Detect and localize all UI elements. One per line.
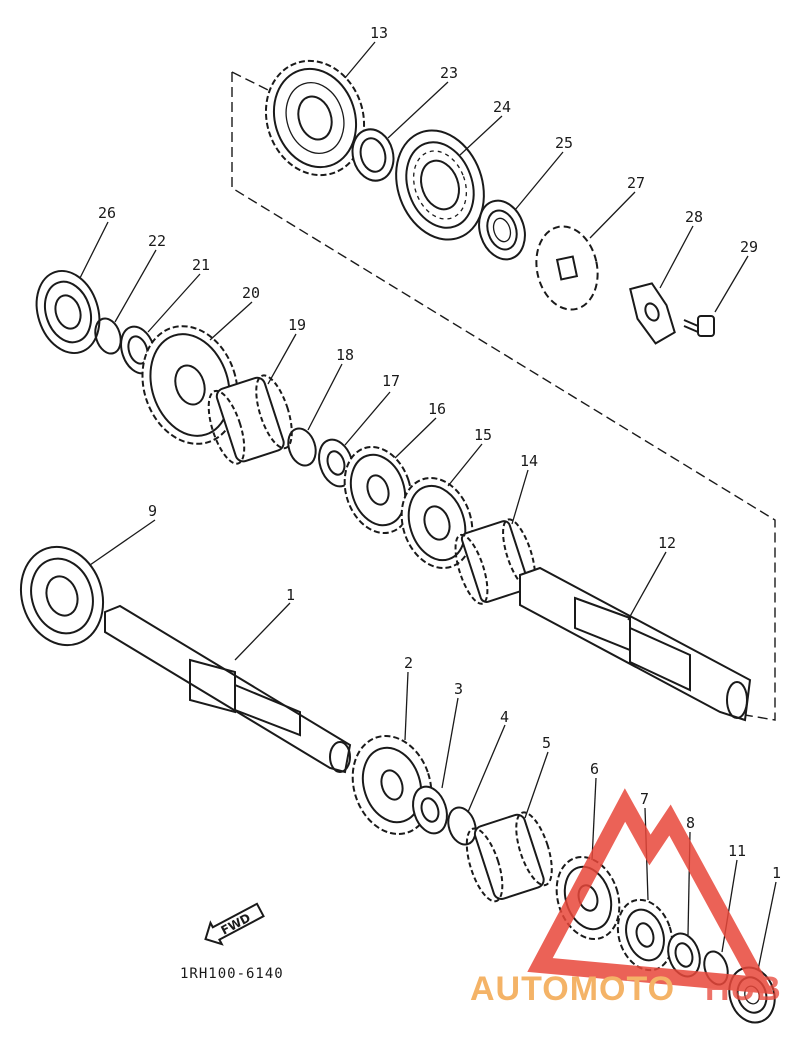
gear-14 [454, 518, 536, 605]
part-label: 11 [728, 842, 746, 860]
part-label: 19 [288, 316, 306, 334]
leader-lines [79, 41, 777, 971]
part-label: 5 [542, 734, 551, 752]
washer-23 [351, 128, 395, 182]
part-label: 9 [148, 502, 157, 520]
part-label: 6 [590, 760, 599, 778]
sprocket-27 [535, 225, 599, 311]
main-axle-1 [104, 604, 352, 774]
part-label: 14 [520, 452, 538, 470]
fwd-arrow-icon: FWD [204, 902, 265, 946]
part-labels: 13 23 24 25 27 28 29 26 22 21 20 19 18 1… [98, 24, 781, 882]
part-label: 26 [98, 204, 116, 222]
washer-8 [667, 932, 701, 978]
bearing-24 [395, 129, 485, 241]
gear-20 [141, 325, 239, 445]
part-label: 1 [772, 864, 781, 882]
part-label: 18 [336, 346, 354, 364]
part-label: 20 [242, 284, 260, 302]
drive-axle-12 [519, 566, 752, 722]
part-label: 1 [286, 586, 295, 604]
part-label: 7 [640, 790, 649, 808]
circlip-4 [447, 806, 477, 846]
automotohub-watermark: AUTOMOTO HUB [470, 788, 782, 1008]
part-label: 15 [474, 426, 492, 444]
part-label: 28 [685, 208, 703, 226]
part-label: 16 [428, 400, 446, 418]
gear-7 [616, 898, 674, 972]
lock-washer-28 [629, 282, 676, 345]
washer-3 [412, 785, 448, 835]
gear-2 [351, 735, 433, 835]
gear-16 [343, 446, 413, 534]
part-label: 25 [555, 134, 573, 152]
part-label: 13 [370, 24, 388, 42]
part-label: 2 [404, 654, 413, 672]
part-label: 23 [440, 64, 458, 82]
part-label: 4 [500, 708, 509, 726]
drive-axle-frame [231, 72, 776, 721]
bearing-9 [19, 545, 105, 647]
part-label: 3 [454, 680, 463, 698]
circlip-18 [287, 427, 317, 467]
drawing-code: 1RH100-6140 [180, 966, 284, 982]
circlip-22 [94, 317, 122, 355]
part-label: 8 [686, 814, 695, 832]
bearing-26 [35, 269, 101, 355]
watermark-word-2: HUB [705, 970, 782, 1008]
gear-13 [264, 59, 366, 177]
watermark-word-1: AUTOMOTO [470, 970, 675, 1008]
part-label: 27 [627, 174, 645, 192]
part-label: 17 [382, 372, 400, 390]
part-label: 21 [192, 256, 210, 274]
part-label: 12 [658, 534, 676, 552]
part-label: 29 [740, 238, 758, 256]
part-label: 22 [148, 232, 166, 250]
gear-19 [207, 374, 293, 465]
part-label: 24 [493, 98, 511, 116]
gear-5 [465, 811, 553, 903]
seal-25 [478, 199, 526, 261]
bolt-29 [683, 315, 715, 337]
